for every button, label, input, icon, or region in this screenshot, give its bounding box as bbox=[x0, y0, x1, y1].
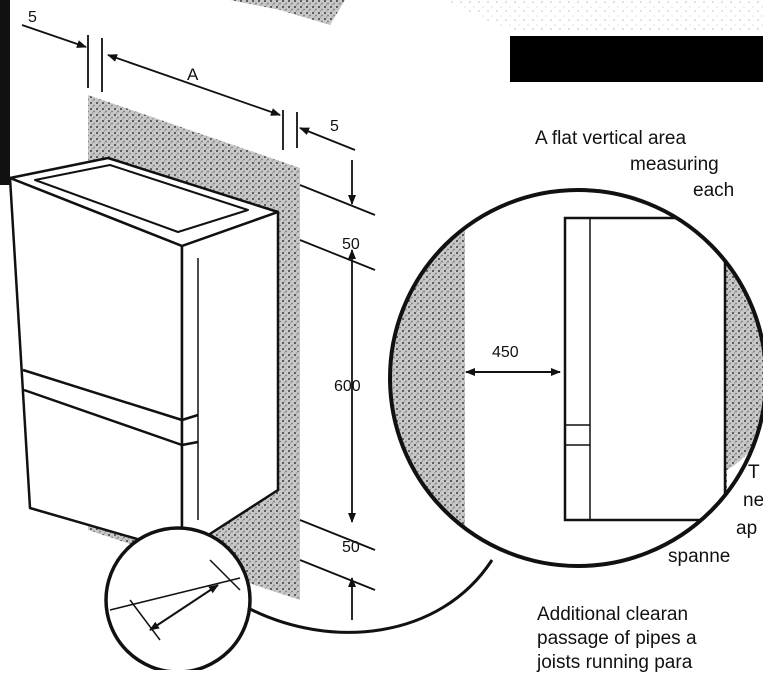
intro-line-3: each bbox=[693, 180, 735, 201]
side-line-3: ap bbox=[736, 518, 758, 539]
detail-circle-small bbox=[104, 526, 252, 670]
left-clearance-dimension bbox=[21, 24, 281, 116]
detail-connector-line bbox=[247, 559, 494, 634]
bottom-line-1: Additional clearan bbox=[537, 604, 689, 625]
top-right-stipple bbox=[440, 0, 763, 30]
side-line-2: ne bbox=[743, 490, 763, 511]
bottom-line-3: joists running para bbox=[537, 652, 693, 673]
vertical-dimension-chain bbox=[299, 160, 376, 620]
header-bar bbox=[510, 36, 763, 82]
left-clearance-label: 5 bbox=[28, 9, 37, 26]
boiler-unit bbox=[8, 156, 280, 554]
bottom-line-2: passage of pipes a bbox=[537, 628, 697, 649]
front-clearance-label: 450 bbox=[492, 344, 519, 361]
top-clearance-label: 50 bbox=[342, 236, 360, 253]
right-clearance-label: 5 bbox=[330, 118, 339, 135]
side-line-1: T bbox=[748, 462, 760, 483]
detail-circle-large bbox=[388, 188, 763, 568]
intro-line-1: A flat vertical area bbox=[535, 128, 687, 149]
left-frame-fragment bbox=[0, 0, 10, 185]
top-shading-fragment bbox=[230, 0, 345, 25]
intro-line-2: measuring bbox=[630, 154, 719, 175]
right-clearance-dimension bbox=[282, 110, 356, 151]
bottom-clearance-label: 50 bbox=[342, 539, 360, 556]
side-line-4: spanne bbox=[668, 546, 731, 567]
width-label: A bbox=[187, 65, 199, 84]
height-label: 600 bbox=[334, 378, 361, 395]
